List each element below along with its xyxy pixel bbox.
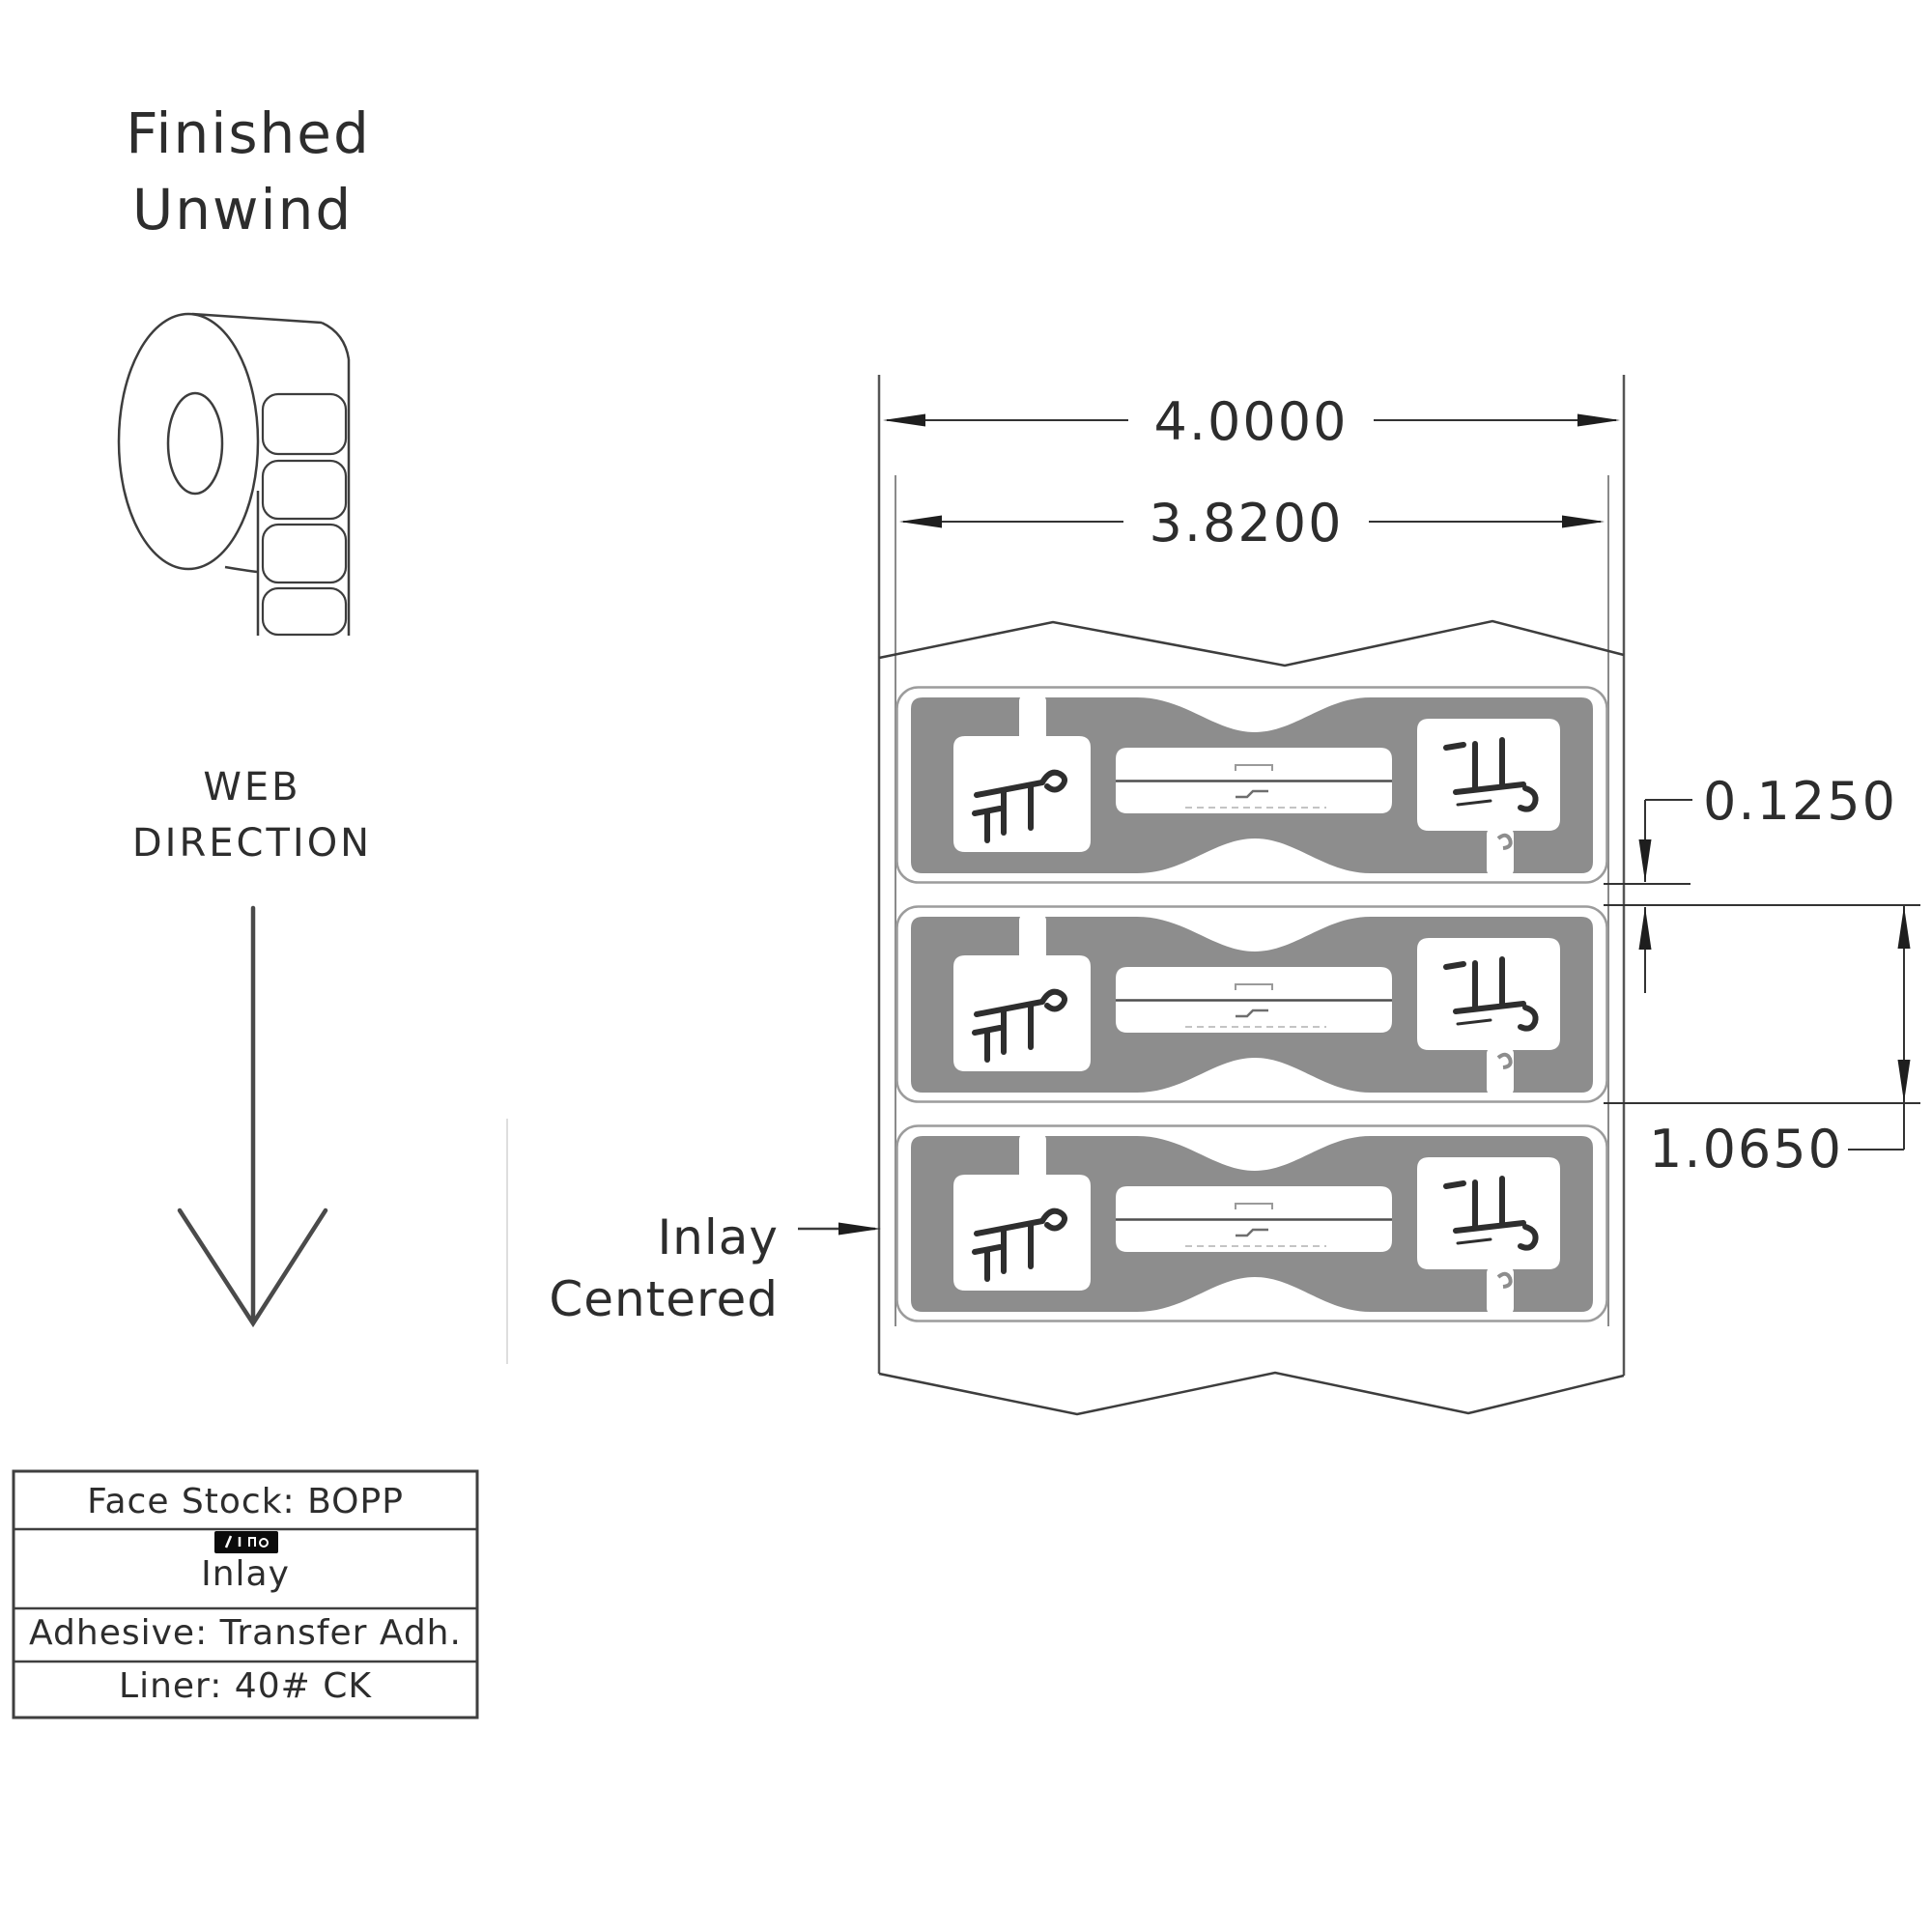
web-break-top — [878, 619, 1625, 668]
roll-top-tangent — [191, 312, 323, 325]
arrowhead-open-down — [177, 1208, 328, 1328]
table-border — [12, 1469, 479, 1719]
inlay-label-row-1 — [897, 688, 1607, 883]
dim-label-height-value: 1.0650 — [1649, 1119, 1843, 1179]
strip-label-cell — [261, 459, 348, 521]
dimension-label-gap: 0.1250 — [1604, 771, 1920, 993]
dimension-label-width: 3.8200 — [899, 493, 1605, 554]
dimension-label-height: 1.0650 — [1604, 906, 1920, 1179]
inlay-label-rows — [897, 688, 1607, 1321]
arrowhead-down — [1638, 839, 1652, 882]
arrowhead-right — [1562, 515, 1605, 528]
material-stack-table: Face Stock: BOPP Inlay Adhesive: Transfe… — [12, 1469, 479, 1719]
dim-label-width-value: 3.8200 — [1150, 493, 1344, 554]
dim-web-width-value: 4.0000 — [1154, 391, 1349, 452]
inlay-label-row-3 — [897, 1126, 1607, 1321]
strip-label-cell — [261, 392, 348, 456]
web-and-extension-lines — [877, 375, 1626, 1416]
arrowhead-up — [1897, 906, 1911, 949]
web-break-bottom — [878, 1371, 1625, 1416]
arrowhead-right — [1577, 413, 1620, 427]
inlay-centered-callout: Inlay Centered — [549, 1209, 881, 1327]
finished-unwind-caption-line2: Unwind — [132, 177, 353, 242]
table-row-inlay: Inlay — [201, 1554, 290, 1594]
finished-roll-drawing — [117, 312, 351, 637]
roll-bottom-tangent — [224, 565, 258, 574]
web-direction-label-line2: DIRECTION — [132, 821, 372, 866]
roll-core-hole — [166, 391, 224, 496]
arrowhead-down — [1897, 1060, 1911, 1102]
finished-unwind-caption-line1: Finished — [126, 100, 371, 166]
web-direction-label-line1: WEB — [203, 765, 300, 810]
strip-label-cells — [261, 392, 348, 637]
inlay-label-row-2 — [897, 907, 1607, 1102]
inlay-centered-line2: Centered — [549, 1271, 779, 1327]
arrowhead-up — [1638, 907, 1652, 950]
arrowhead-left — [899, 515, 942, 528]
chip-badge-icon — [214, 1531, 278, 1553]
table-row-liner: Liner: 40# CK — [119, 1666, 372, 1706]
arrowhead-left — [883, 413, 925, 427]
web-direction-arrow — [177, 905, 328, 1328]
roll-shoulder — [321, 321, 351, 360]
table-row-face-stock: Face Stock: BOPP — [87, 1482, 404, 1521]
roll-outer-edge — [117, 312, 260, 571]
strip-label-cell — [261, 523, 348, 584]
inlay-centered-line1: Inlay — [657, 1209, 779, 1265]
dimension-web-width: 4.0000 — [883, 391, 1620, 452]
arrowhead-right — [838, 1222, 881, 1236]
table-row-adhesive: Adhesive: Transfer Adh. — [29, 1613, 462, 1653]
dim-label-gap-value: 0.1250 — [1703, 771, 1897, 832]
strip-label-cell — [261, 586, 348, 637]
